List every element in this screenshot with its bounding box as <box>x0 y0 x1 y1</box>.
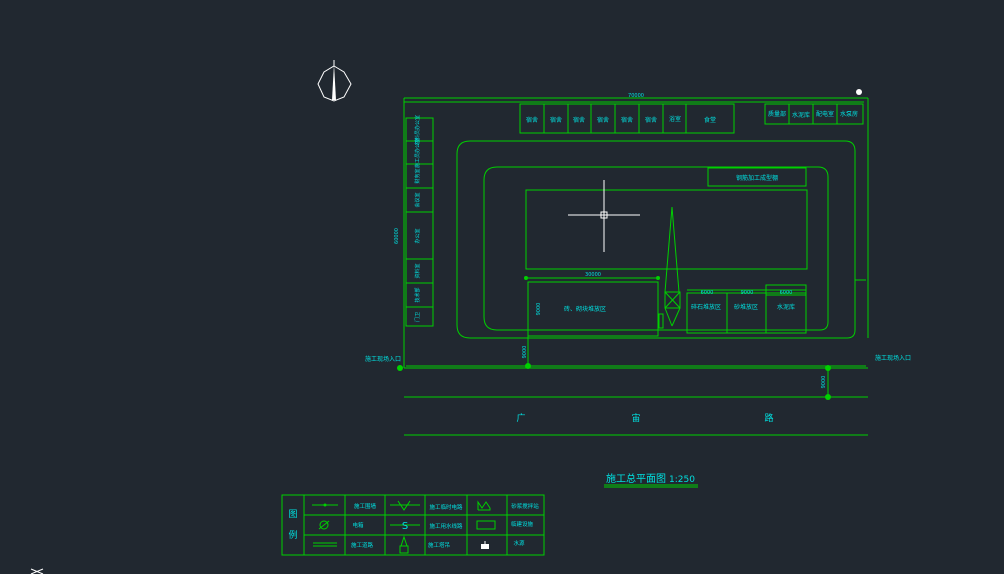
legend-label: 水源 <box>513 539 525 547</box>
legend-label: 电箱 <box>352 521 364 529</box>
room-label: 配电室 <box>816 110 834 118</box>
tower-crane-icon <box>658 206 681 329</box>
road-name-char: 宙 <box>631 412 640 424</box>
legend-label: 施工用水线路 <box>429 522 463 530</box>
room-label: 宿舍 <box>573 116 585 124</box>
north-arrow-icon <box>317 60 352 102</box>
rebar-shed <box>707 167 807 187</box>
room-label: 施工员办公室 <box>414 138 421 168</box>
road-name-char: 路 <box>764 412 773 424</box>
legend-label: 施工临时电路 <box>429 503 463 511</box>
temporary-building-symbol-icon <box>476 520 496 530</box>
room-label: 质量部 <box>768 110 786 118</box>
room-label: 宿舍 <box>526 116 538 124</box>
room-label: 宿舍 <box>621 116 633 124</box>
room-label: 办公室 <box>414 228 421 243</box>
dim-gate-right: 9000 <box>821 376 827 389</box>
legend-table <box>281 494 545 556</box>
room-label: 水泥库 <box>792 111 810 119</box>
entrance-left-label: 施工现场入口 <box>365 355 401 363</box>
dim-store-b: 9000 <box>741 290 754 296</box>
site-boundary <box>403 97 869 369</box>
temp-power-line-symbol-icon <box>390 500 420 511</box>
wall-symbol-icon <box>312 503 338 507</box>
legend-label: 临建设施 <box>511 520 534 528</box>
room-label: 会议室 <box>414 192 421 207</box>
left-rooms <box>405 117 434 327</box>
legend-label: 施工围墙 <box>354 502 377 510</box>
room-label: 浴室 <box>669 115 681 123</box>
ucs-axis-icon <box>30 568 44 574</box>
room-label: 材料员办公室 <box>414 115 421 145</box>
crosshair-cursor-icon <box>568 180 640 252</box>
construction-road <box>456 140 866 339</box>
water-source-icon <box>856 89 862 95</box>
dim-store-c: 6000 <box>780 290 793 296</box>
drawing-title: 施工总平面图 <box>606 472 666 485</box>
top-right-rooms <box>764 103 864 125</box>
legend-label: 砂浆搅拌站 <box>511 502 539 510</box>
dim-top-width: 70000 <box>628 93 644 99</box>
svg-text:S: S <box>402 521 408 532</box>
legend-title: 图 <box>288 509 297 520</box>
sand-yard-label: 砂堆放区 <box>734 303 758 311</box>
tower-crane-symbol-icon <box>399 535 409 554</box>
road-symbol-icon <box>313 542 337 547</box>
water-source-symbol-icon <box>481 541 489 549</box>
room-label: 宿舍 <box>550 116 562 124</box>
legend-label: 施工塔吊 <box>428 541 450 549</box>
room-label: 水泵房 <box>840 110 858 118</box>
dim-gate-left: 9000 <box>522 346 528 359</box>
legend-title: 例 <box>288 529 297 541</box>
drawing-scale: 1:250 <box>669 475 695 485</box>
material-stores <box>686 284 807 334</box>
room-label: 门卫 <box>414 312 421 322</box>
rebar-shed-label: 钢筋加工成型棚 <box>736 174 778 182</box>
power-box-symbol-icon <box>318 520 330 530</box>
building-footprint <box>525 189 808 270</box>
room-label: 食堂 <box>704 116 716 124</box>
room-label: 技术部 <box>414 287 421 302</box>
dim-yard-width: 30000 <box>585 272 601 278</box>
stone-yard-label: 碎石堆放区 <box>691 303 721 311</box>
legend-label: 施工道路 <box>351 541 374 549</box>
entrance-right-label: 施工现场入口 <box>875 354 911 362</box>
dim-left-height: 60000 <box>394 228 400 244</box>
gates <box>397 336 831 400</box>
room-label: 宿舍 <box>597 116 609 124</box>
cement-store-label: 水泥库 <box>777 303 795 311</box>
brick-yard <box>527 281 659 337</box>
mortar-mixer-symbol-icon <box>477 500 491 511</box>
water-line-symbol-icon: S <box>390 521 420 532</box>
dim-store-a: 6000 <box>701 290 714 296</box>
room-label: 财务室 <box>414 168 421 183</box>
room-label: 资料室 <box>414 263 421 278</box>
top-rooms <box>519 103 735 134</box>
room-label: 宿舍 <box>645 116 657 124</box>
road-name-char: 广 <box>516 412 525 424</box>
brick-yard-label: 砖、砌块堆放区 <box>564 305 606 313</box>
dim-yard-depth: 9000 <box>536 303 542 316</box>
